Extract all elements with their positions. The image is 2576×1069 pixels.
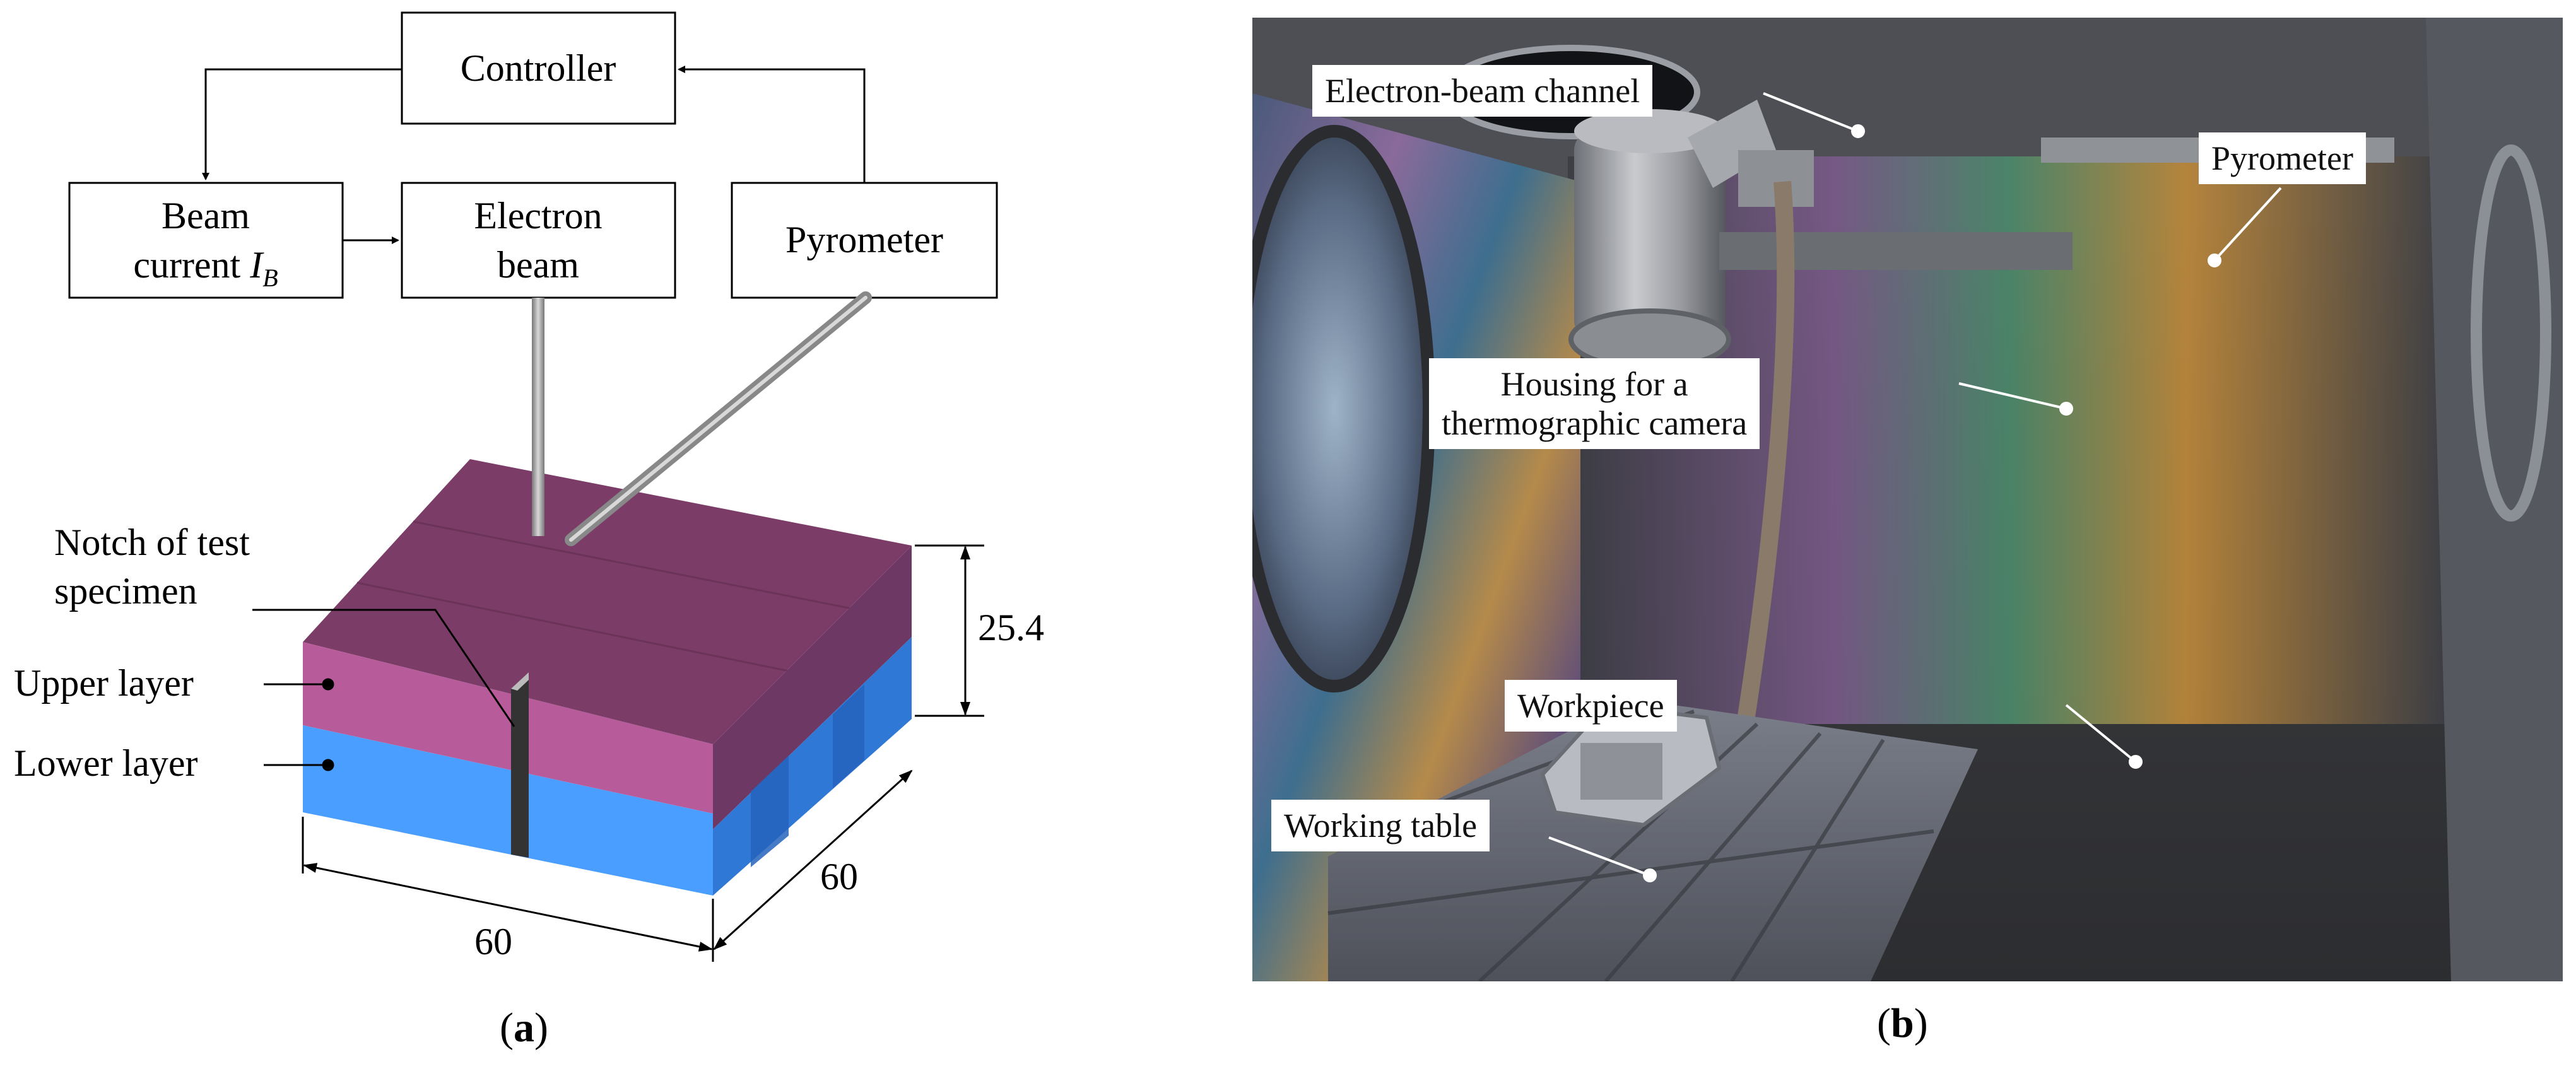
- depth-dimension-label: 60: [820, 856, 858, 897]
- notch-label-line2: specimen: [54, 570, 197, 612]
- vacuum-chamber-photo: Electron-beam channel Pyrometer Housing …: [1252, 18, 2563, 981]
- lower-layer-label: Lower layer: [14, 742, 198, 784]
- caption-a: (a): [500, 1005, 548, 1051]
- upper-layer-label: Upper layer: [14, 662, 194, 704]
- dimension-lines: [302, 544, 984, 962]
- electron-beam-block: Electron beam: [401, 182, 676, 299]
- height-dimension-label: 25.4: [978, 607, 1044, 648]
- controller-label: Controller: [461, 47, 616, 89]
- specimen-right-upper: [713, 546, 912, 829]
- notch-leader: [252, 609, 515, 727]
- electron-beam-line2: beam: [497, 244, 579, 286]
- pyrometer-label: Pyrometer: [785, 219, 943, 260]
- callout-housing-line2: thermographic camera: [1442, 404, 1748, 443]
- callout-electron-beam-channel: Electron-beam channel: [1312, 65, 1653, 117]
- callout-housing-line1: Housing for a: [1500, 365, 1688, 403]
- pyrometer-block: Pyrometer: [731, 182, 998, 299]
- arrow-pyrometer-to-controller: [678, 66, 866, 183]
- callout-pyrometer: Pyrometer: [2199, 132, 2366, 185]
- caption-b: (b): [1877, 1000, 1928, 1046]
- specimen-notch: [511, 672, 529, 858]
- depth-dimension: [713, 769, 913, 950]
- beam-current-line1: Beam: [162, 195, 250, 237]
- width-dimension-label: 60: [474, 921, 512, 962]
- panel-a-diagram: Controller Beam current IB Electron beam…: [14, 11, 1044, 962]
- width-dimension: [303, 863, 713, 952]
- specimen-front-lower: [303, 725, 713, 896]
- callout-working-table: Working table: [1271, 800, 1490, 852]
- beam-current-block: Beam current IB: [68, 182, 344, 299]
- notch-label-line1: Notch of test: [54, 522, 250, 563]
- arrow-controller-to-beam-current: [202, 68, 402, 180]
- electron-beam-line1: Electron: [474, 195, 602, 237]
- label-leaders: [252, 609, 515, 771]
- beam-rods: [532, 291, 872, 546]
- callout-leaders: [1548, 92, 2282, 882]
- callout-housing: Housing for a thermographic camera: [1429, 358, 1760, 450]
- signal-arrows: [202, 66, 866, 244]
- specimen-front-upper: [303, 642, 713, 814]
- electron-beam-rod: [532, 298, 544, 536]
- controller-block: Controller: [401, 11, 676, 125]
- beam-current-line2: current IB: [133, 244, 278, 292]
- specimen-block: [303, 459, 912, 896]
- callout-workpiece: Workpiece: [1505, 680, 1677, 732]
